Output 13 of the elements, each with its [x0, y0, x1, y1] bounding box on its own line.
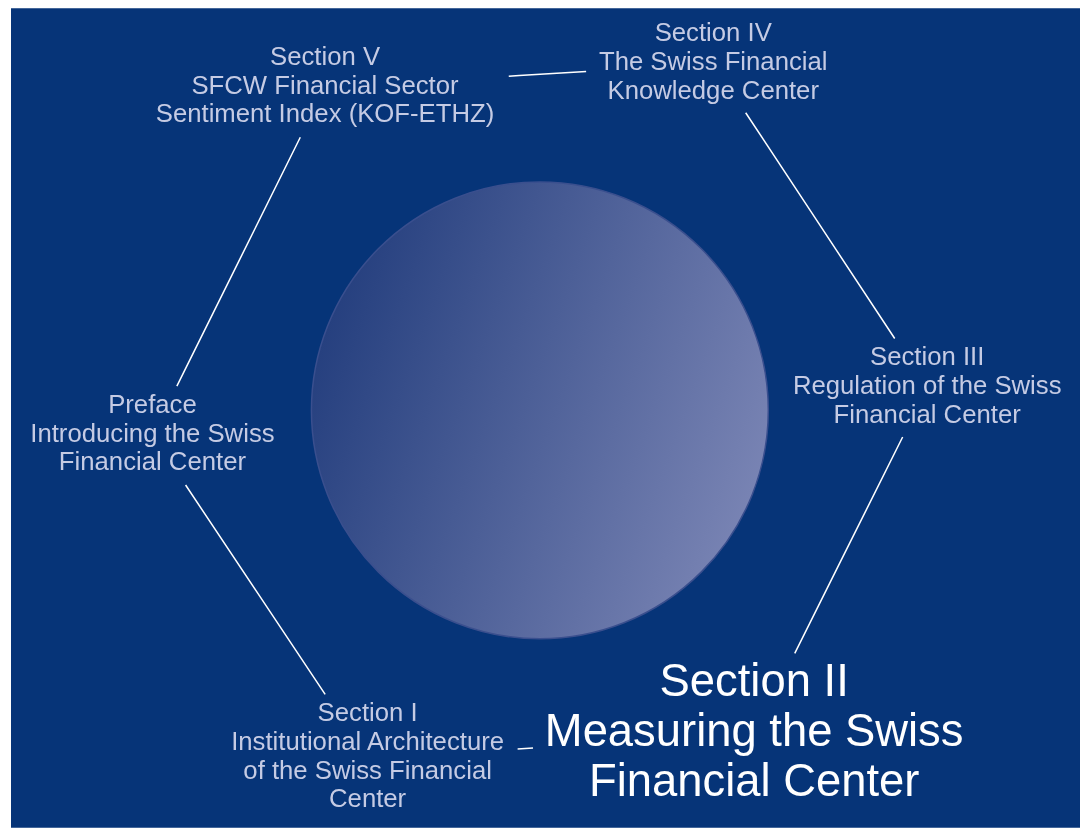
connector	[184, 484, 326, 696]
node-text: Preface Introducing the Swiss Financial Center	[29, 389, 275, 476]
node-circle	[310, 181, 769, 640]
connector	[516, 747, 534, 750]
node-text: Section IV The Swiss Financial Knowledge Center	[598, 18, 828, 104]
connector	[175, 136, 301, 387]
connector	[793, 436, 903, 655]
connector	[744, 112, 895, 340]
node-text: Section II Measuring the Swiss Financial Center	[544, 655, 963, 806]
connector	[507, 70, 587, 77]
node-text: Section I Institutional Architecture of the Swiss Financial Center	[230, 698, 504, 813]
node-text: Section V SFCW Financial Sector Sentiment Index (KOF-ETHZ)	[155, 41, 494, 128]
node-text: Section III Regulation of the Swiss Financial Center	[792, 342, 1062, 428]
